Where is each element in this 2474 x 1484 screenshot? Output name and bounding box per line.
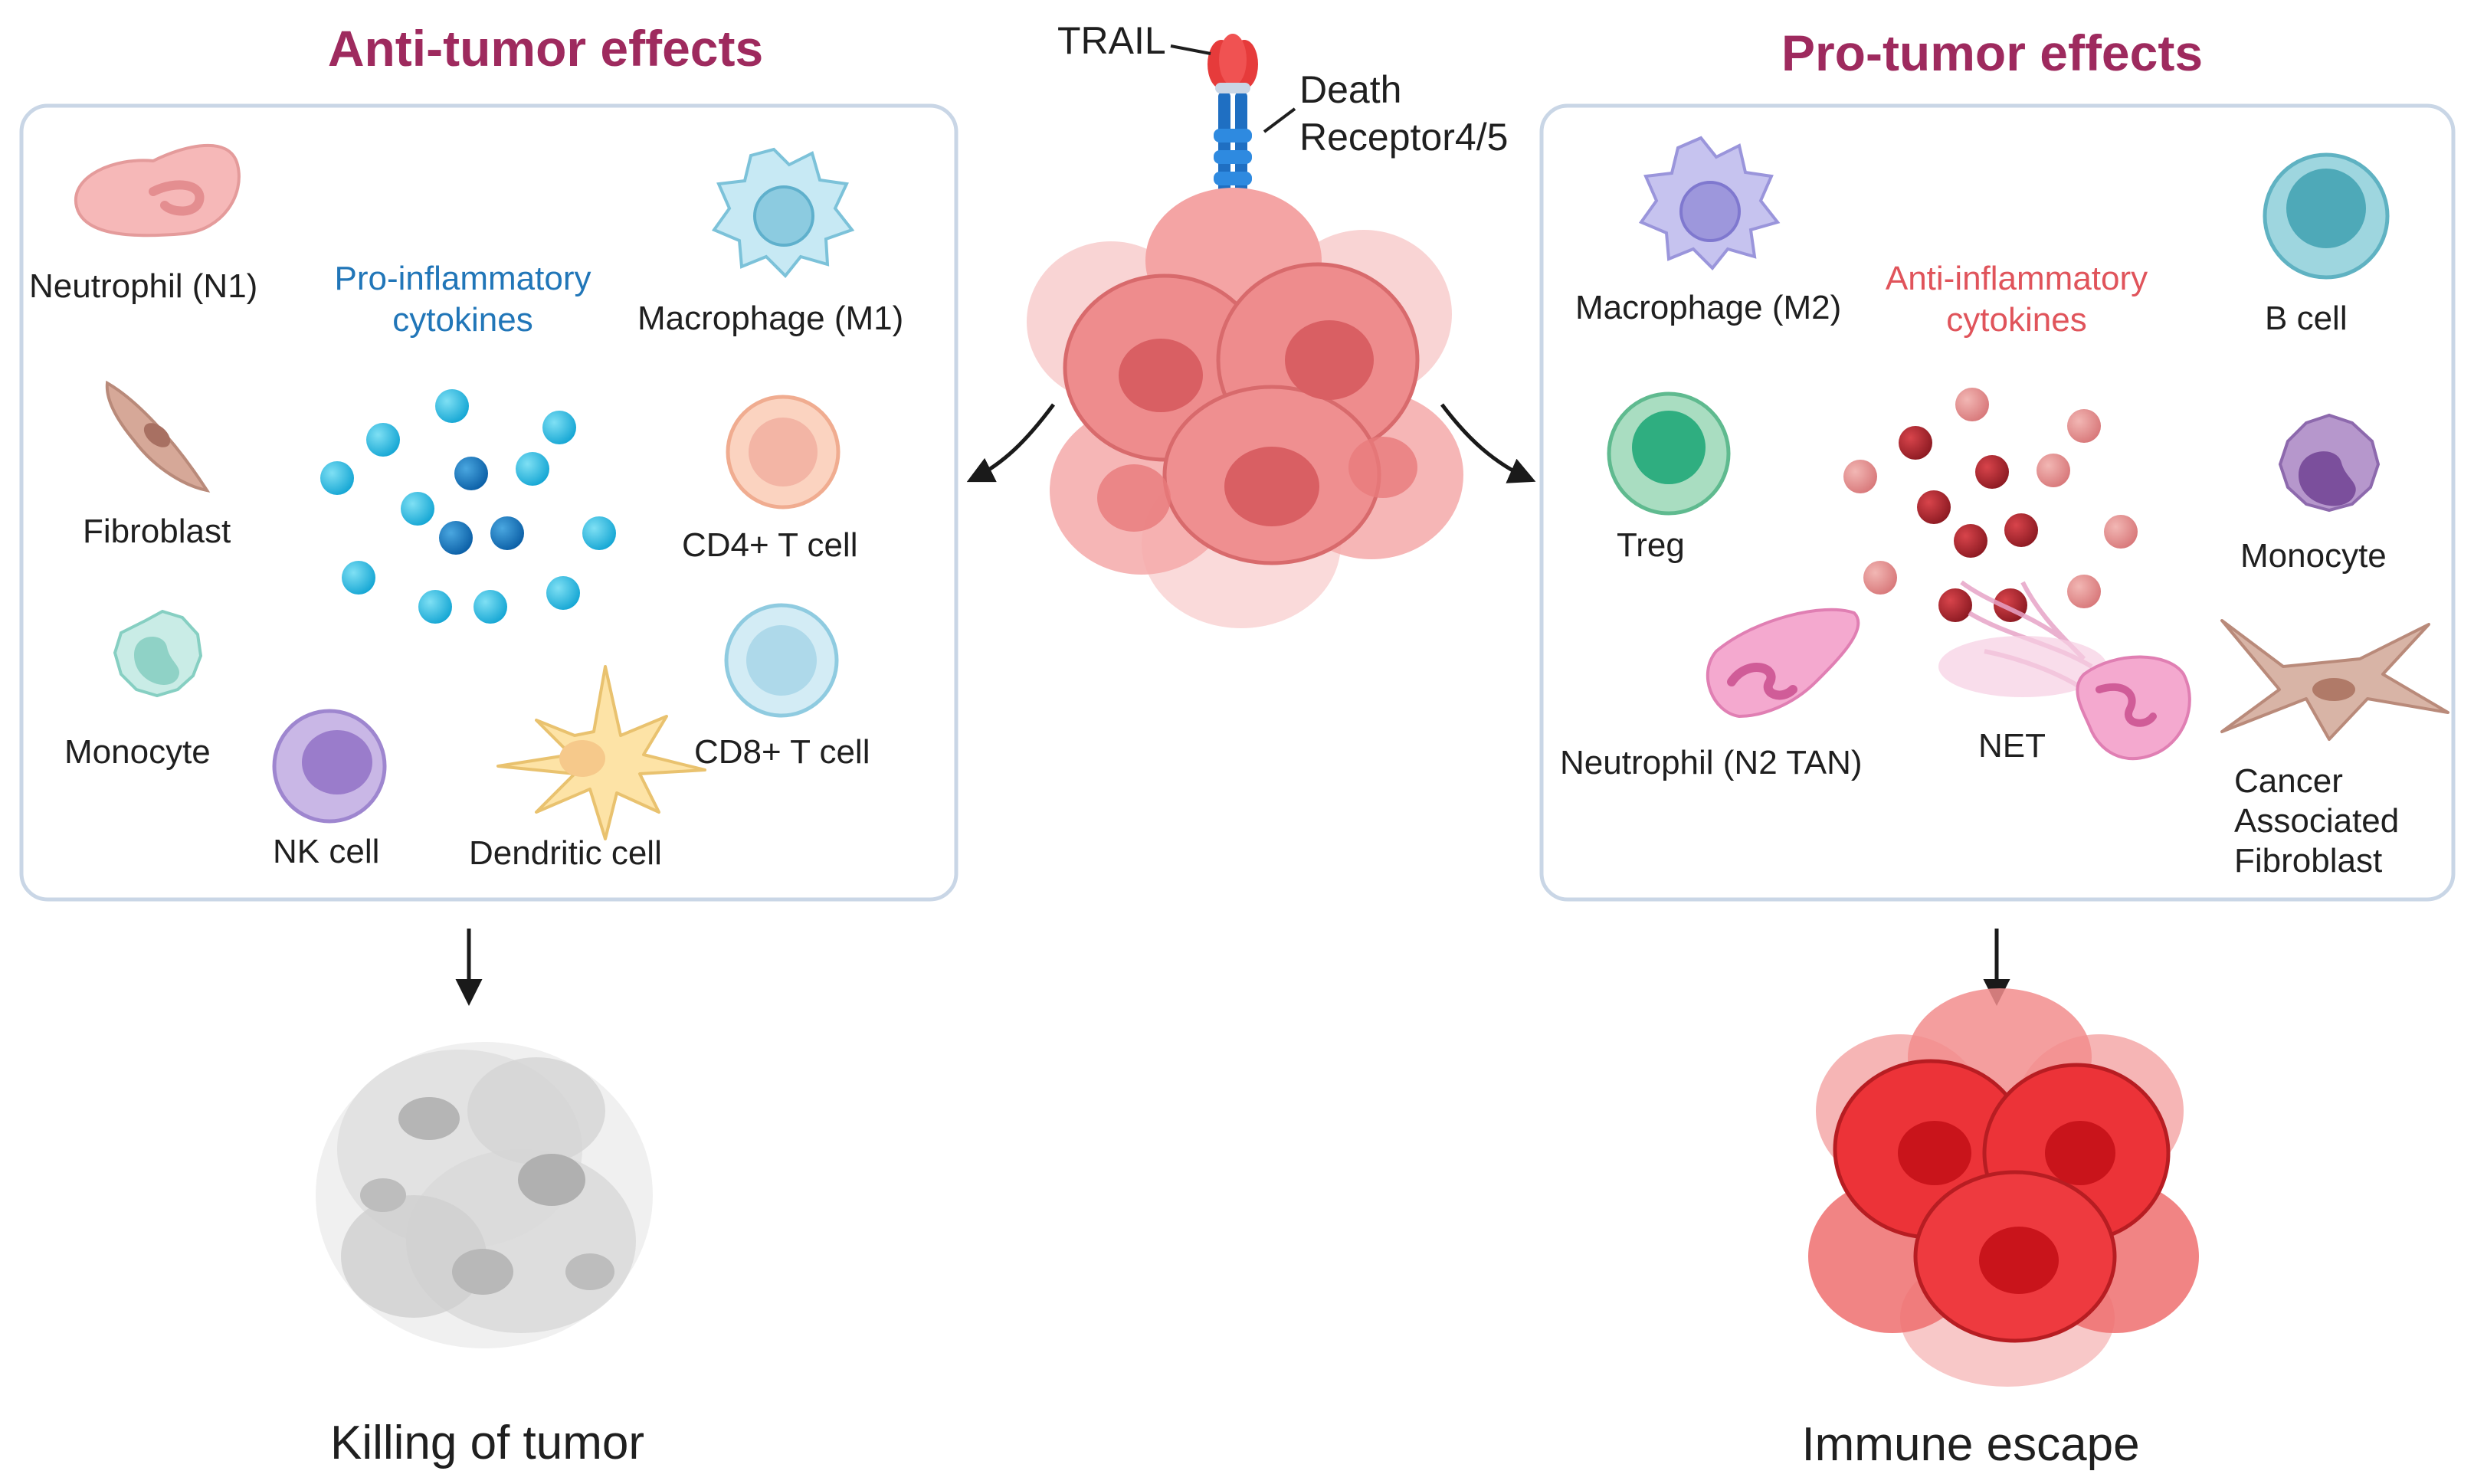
monocyte-pro-icon (2278, 413, 2381, 513)
neutrophil-n1-label: Neutrophil (N1) (29, 267, 257, 305)
fibroblast-label: Fibroblast (83, 513, 231, 550)
arrow-to-anti-tumor (966, 403, 1056, 483)
trail-leader-line (1170, 44, 1211, 55)
monocyte-icon (113, 609, 203, 698)
b-cell-icon (2263, 152, 2390, 280)
anti-tumor-panel (19, 103, 958, 902)
pro-inflammatory-label-1: Pro-inflammatory (335, 260, 591, 297)
killed-tumor-icon (316, 1042, 653, 1348)
caf-label-1: Cancer (2234, 762, 2343, 800)
cancer-associated-fibroblast-icon (2220, 619, 2449, 741)
neutrophil-n2-tan-icon (1706, 608, 1860, 719)
pro-tumor-title: Pro-tumor effects (1781, 25, 2203, 81)
anti-tumor-title: Anti-tumor effects (328, 20, 763, 77)
macrophage-m1-icon (711, 147, 855, 278)
nk-cell-icon (272, 709, 387, 824)
neutrophil-n1-icon (74, 143, 241, 238)
nk-cell-label: NK cell (273, 833, 379, 870)
immune-escape-label: Immune escape (1801, 1418, 2139, 1471)
tumor-cell-cluster (1027, 188, 1463, 628)
macrophage-m2-label: Macrophage (M2) (1575, 289, 1841, 326)
escaped-tumor-icon (1808, 988, 2199, 1387)
caf-label-2: Associated (2234, 802, 2399, 840)
monocyte-label: Monocyte (64, 733, 211, 771)
dendritic-cell-label: Dendritic cell (469, 834, 662, 872)
arrow-to-pro-tumor (1440, 403, 1536, 483)
cd8-t-cell-label: CD8+ T cell (694, 733, 870, 771)
anti-inflammatory-cytokines-icon (1843, 388, 2138, 622)
cd4-t-cell-icon (726, 395, 841, 509)
pro-inflammatory-cytokines-icon (320, 389, 616, 624)
receptor-leader-line (1263, 107, 1296, 133)
monocyte-pro-label: Monocyte (2240, 537, 2387, 575)
cd8-t-cell-icon (724, 603, 839, 718)
fibroblast-icon (105, 380, 211, 493)
death-receptor-label-2: Receptor4/5 (1299, 116, 1508, 159)
cd4-t-cell-label: CD4+ T cell (682, 526, 857, 564)
dendritic-cell-icon (496, 665, 706, 840)
caf-label-3: Fibroblast (2234, 842, 2382, 880)
death-receptor-label-1: Death (1299, 68, 1401, 111)
trail-death-receptor-icon (1208, 34, 1258, 218)
killing-of-tumor-label: Killing of tumor (330, 1417, 644, 1469)
trail-label: TRAIL (1057, 19, 1166, 62)
anti-inflammatory-label-2: cytokines (1946, 301, 2086, 339)
net-icon (1938, 580, 2191, 760)
anti-inflammatory-label-1: Anti-inflammatory (1886, 260, 2148, 297)
neutrophil-n2-tan-label: Neutrophil (N2 TAN) (1560, 744, 1863, 781)
treg-label: Treg (1617, 526, 1685, 564)
pro-inflammatory-label-2: cytokines (392, 301, 532, 339)
macrophage-m2-icon (1638, 136, 1781, 270)
treg-icon (1607, 391, 1731, 516)
macrophage-m1-label: Macrophage (M1) (637, 300, 903, 337)
b-cell-label: B cell (2265, 300, 2348, 337)
net-label: NET (1978, 727, 2046, 765)
